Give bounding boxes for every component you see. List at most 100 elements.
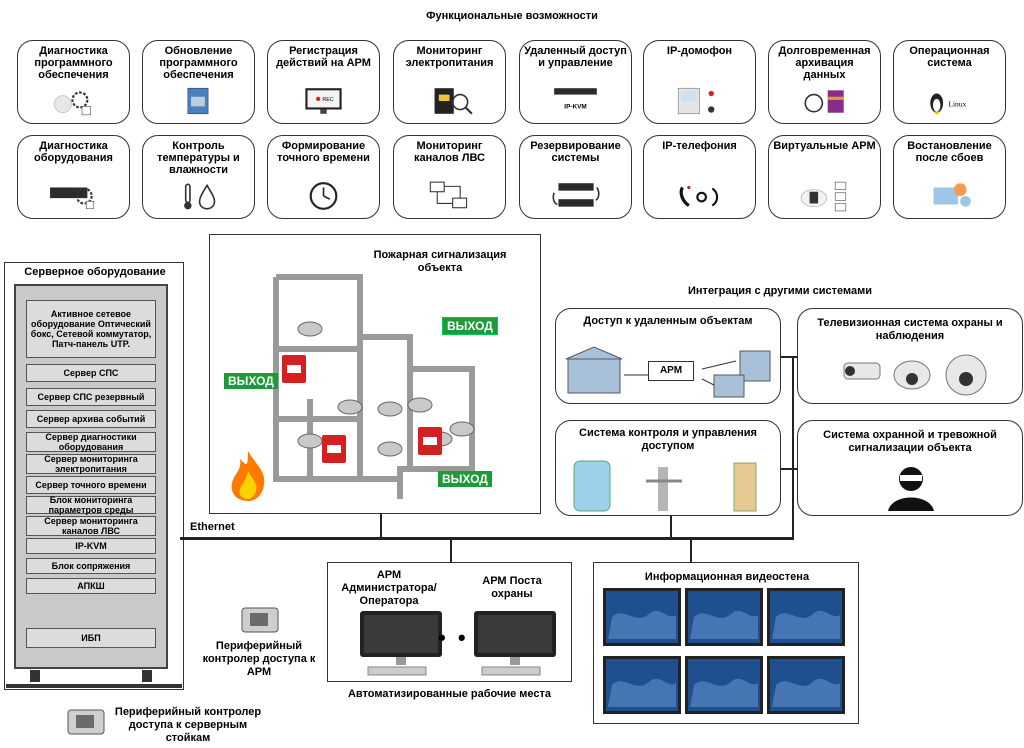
rack-slot: Сервер СПС <box>26 364 156 382</box>
feature-icon <box>894 180 1005 212</box>
workstations-panel: АРМ Администратора/ Оператора АРМ Поста … <box>327 562 572 682</box>
feature-card: Формирование точного времени <box>267 135 380 219</box>
feature-card: Долговременная архивация данных <box>768 40 881 124</box>
feature-card: Регистрация действий на АРМ REC <box>267 40 380 124</box>
feature-icon <box>394 180 505 212</box>
feature-icon <box>644 180 755 212</box>
rack-slot: Активное сетевое оборудование Оптический… <box>26 300 156 358</box>
feature-icon <box>18 85 129 117</box>
turnstile-icon <box>573 460 757 512</box>
feature-icon: Linux <box>894 85 1005 117</box>
floor-plan <box>273 274 475 499</box>
access-control-panel: Система контроля и управления доступом <box>555 420 781 516</box>
feature-label: IP-домофон <box>666 45 733 57</box>
exit-sign: ВЫХОД <box>442 317 498 335</box>
net-link <box>690 538 692 562</box>
feature-icon: REC <box>268 85 379 117</box>
net-link <box>670 516 672 538</box>
wall-screen <box>603 588 681 646</box>
exit-sign: ВЫХОД <box>438 471 492 487</box>
rack-slot: Блок мониторинга параметров среды <box>26 495 156 515</box>
wall-screen <box>767 656 845 714</box>
feature-label: Мониторинг каналов ЛВС <box>414 140 485 164</box>
feature-icon <box>143 85 254 117</box>
feature-label: Обновление программного обеспечения <box>159 45 238 81</box>
arm-controller-label: Периферийный контролер доступа к АРМ <box>202 640 316 678</box>
feature-label: Контроль температуры и влажности <box>157 140 240 176</box>
net-link <box>781 468 797 470</box>
fire-title: Пожарная сигнализация объекта <box>373 249 507 274</box>
feature-label: Операционная система <box>909 45 990 69</box>
wall-screen <box>685 656 763 714</box>
rack-slot: Сервер мониторинга электропитания <box>26 454 156 474</box>
feature-card: Мониторинг каналов ЛВС <box>393 135 506 219</box>
feature-label: Регистрация действий на АРМ <box>276 45 371 69</box>
net-link <box>380 514 382 538</box>
remote-access-label: Доступ к удаленным объектам <box>583 315 753 327</box>
svg-text:IP-KVM: IP-KVM <box>564 103 586 110</box>
feature-icon <box>18 180 129 212</box>
ethernet-label: Ethernet <box>190 521 235 533</box>
rack-slot: Сервер архива событий <box>26 410 156 428</box>
fire-icon <box>231 451 265 501</box>
feature-icon <box>268 180 379 212</box>
wall-screen <box>603 656 681 714</box>
feature-icon <box>520 180 631 212</box>
svg-text:REC: REC <box>322 97 333 103</box>
rack-floor <box>6 684 182 688</box>
workstations-caption: Автоматизированные рабочие места <box>347 688 552 700</box>
arm-controller-icon <box>240 606 280 634</box>
rack-slot: Блок сопряжения <box>26 558 156 574</box>
feature-card: IP-домофон <box>643 40 756 124</box>
rack-wheel <box>30 670 40 682</box>
feature-icon <box>769 180 880 212</box>
feature-label: Виртуальные АРМ <box>773 140 876 152</box>
feature-card: Диагностика оборудования <box>17 135 130 219</box>
wall-screen <box>685 588 763 646</box>
rack-slot: АПКШ <box>26 578 156 594</box>
feature-label: Востановление после сбоев <box>907 140 992 164</box>
fire-panel: Пожарная сигнализация объекта ВЫХОД ВЫХО… <box>209 234 541 514</box>
rack-slot: IP-KVM <box>26 538 156 554</box>
rack-slot: Сервер мониторинга каналов ЛВС <box>26 516 156 536</box>
feature-card: Обновление программного обеспечения <box>142 40 255 124</box>
alarm-label: Система охранной и тревожной сигнализаци… <box>823 429 997 454</box>
feature-card: Резервирование системы <box>519 135 632 219</box>
rack-wheel <box>142 670 152 682</box>
net-link <box>450 538 452 562</box>
rack-slot: Сервер диагностики оборудования <box>26 432 156 452</box>
server-controller-label: Периферийный контролер доступа к серверн… <box>114 706 262 744</box>
ethernet-bus <box>180 537 794 540</box>
monitor-icon <box>360 611 442 676</box>
feature-label: Диагностика оборудования <box>34 140 113 164</box>
arm-box: АРМ <box>648 361 694 381</box>
alarm-panel: Система охранной и тревожной сигнализаци… <box>797 420 1023 516</box>
net-link <box>781 356 797 358</box>
feature-card: IP-телефония <box>643 135 756 219</box>
server-title: Серверное оборудование <box>24 266 166 278</box>
feature-card: Виртуальные АРМ <box>768 135 881 219</box>
svg-text:Linux: Linux <box>948 99 966 108</box>
feature-label: Мониторинг электропитания <box>405 45 494 69</box>
admin-arm-label: АРМ Администратора/ Оператора <box>341 569 437 607</box>
integration-title: Интеграция с другими системами <box>688 285 872 297</box>
feature-card: Диагностика программного обеспечения <box>17 40 130 124</box>
feature-card: Востановление после сбоев <box>893 135 1006 219</box>
tv-label: Телевизионная система охраны и наблюдени… <box>817 317 1003 342</box>
feature-label: Диагностика программного обеспечения <box>34 45 113 81</box>
server-frame <box>4 262 184 690</box>
guard-arm-label: АРМ Поста охраны <box>482 575 542 600</box>
feature-icon <box>394 85 505 117</box>
wall-screen <box>767 588 845 646</box>
feature-label: Удаленный доступ и управление <box>524 45 627 69</box>
feature-icon <box>143 180 254 212</box>
feature-icon: IP-KVM <box>520 85 631 117</box>
videowall-title: Информационная видеостена <box>644 571 810 583</box>
cameras-icon <box>843 354 987 396</box>
feature-icon <box>769 85 880 117</box>
server-rack: Активное сетевое оборудование Оптический… <box>14 284 168 669</box>
buildings-icon <box>565 346 771 398</box>
access-control-label: Система контроля и управления доступом <box>579 427 757 452</box>
